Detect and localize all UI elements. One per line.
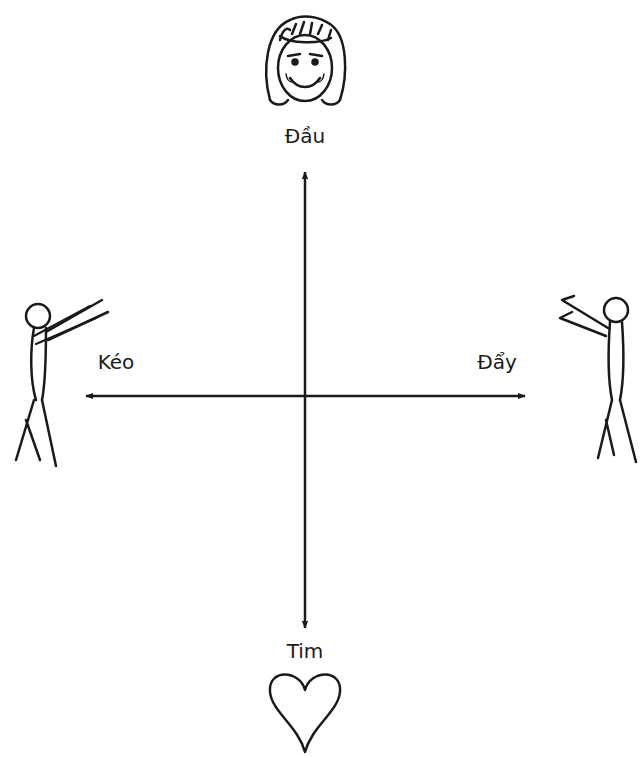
axis-label: Kéo (96, 350, 137, 374)
axis-label: Tim (285, 639, 326, 663)
pulling-figure (16, 300, 108, 466)
pushing-figure (560, 296, 636, 462)
axis-label: Đẩy (475, 350, 519, 374)
face-icon (266, 17, 345, 105)
axis-label: Đầu (283, 124, 327, 148)
vertical-axis (304, 172, 307, 628)
heart-icon (270, 675, 340, 753)
horizontal-axis (86, 395, 525, 398)
